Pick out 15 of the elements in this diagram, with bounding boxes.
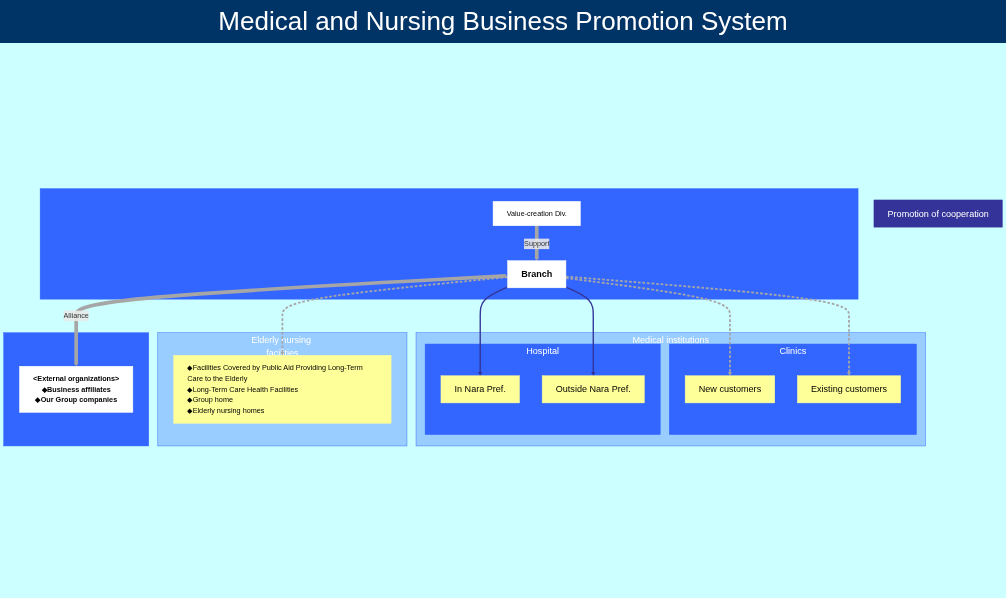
cluster [3, 332, 149, 446]
arrow [74, 273, 508, 367]
node-box: Outside Nara Pref. [541, 375, 645, 403]
node-box: Existing customers [797, 375, 901, 403]
arrow [565, 276, 732, 376]
arrow [280, 275, 509, 356]
node-box: New customers [684, 375, 775, 403]
arrow [565, 286, 596, 376]
node-box: In Nara Pref. [440, 375, 520, 403]
arrow [478, 286, 509, 376]
node-box: Branch [507, 260, 567, 288]
arrow [565, 275, 851, 376]
cluster [39, 188, 859, 300]
node-box: Promotion of cooperation [873, 199, 1003, 228]
diagram-title: Medical and Nursing Business Promotion System [0, 0, 1006, 43]
